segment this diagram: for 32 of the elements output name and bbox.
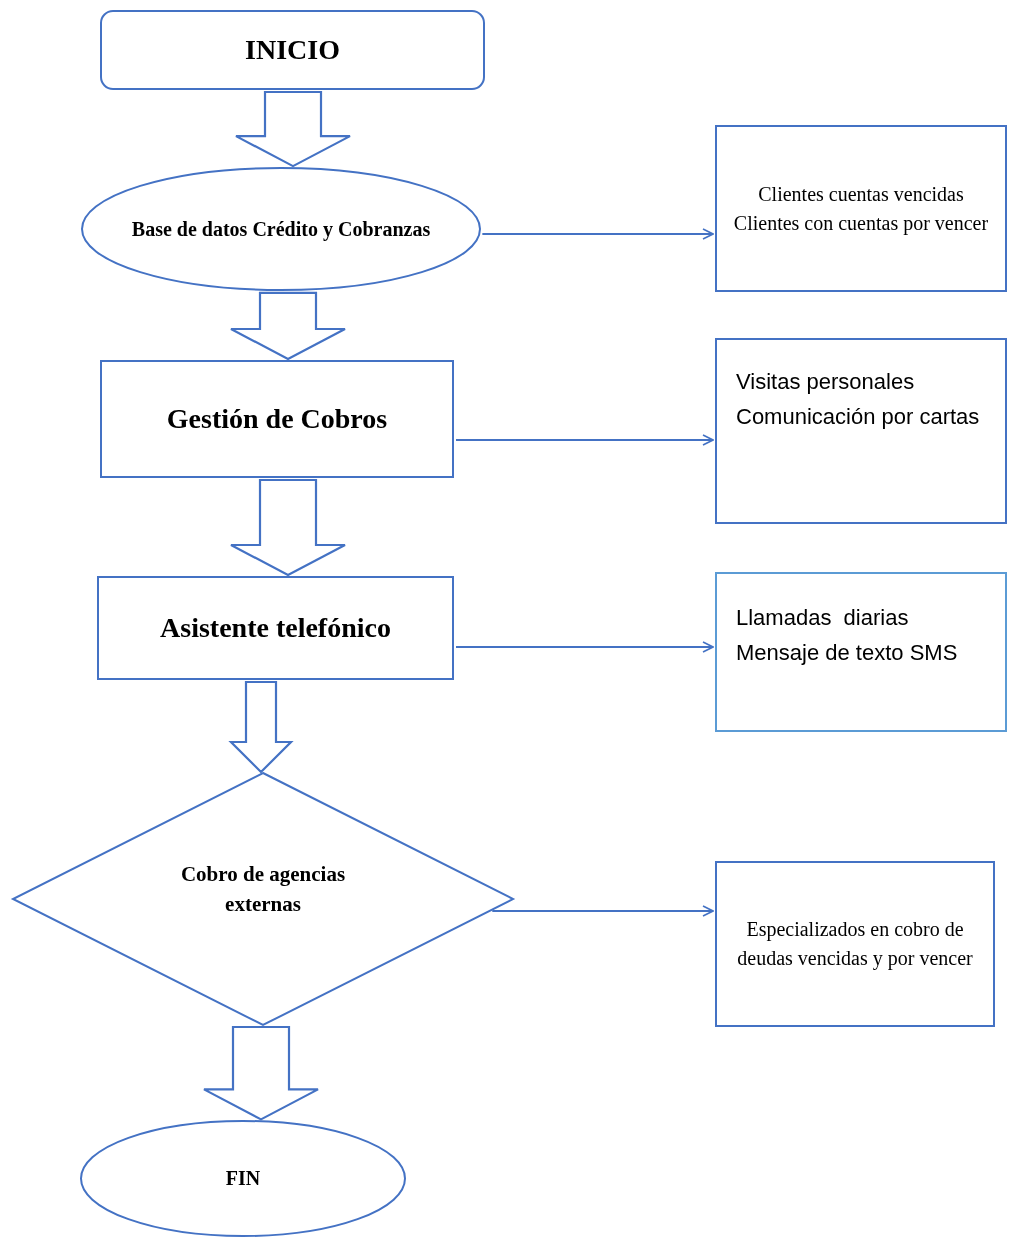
block-arrow xyxy=(228,680,294,774)
node-label: Clientes con cuentas por vencer xyxy=(733,210,989,237)
node-label: Gestión de Cobros xyxy=(166,401,388,436)
node-label: Llamadas diarias xyxy=(736,604,909,632)
arrow xyxy=(455,434,714,446)
start-terminal xyxy=(100,10,485,90)
block-arrow xyxy=(229,478,347,577)
process-box xyxy=(100,360,454,478)
node-label: Base de datos Crédito y Cobranzas xyxy=(131,216,431,243)
note-box xyxy=(715,125,1007,292)
node-label: Especializados en cobro de deudas vencidas y por vencer xyxy=(736,917,974,972)
database-ellipse xyxy=(81,167,481,291)
end-terminal xyxy=(80,1120,406,1237)
node-label: Mensaje de texto SMS xyxy=(736,639,958,668)
node-label: Cobro de agencias externas xyxy=(179,860,347,918)
note-box xyxy=(715,572,1007,732)
node-label: Asistente telefónico xyxy=(160,610,391,645)
decision-diamond xyxy=(12,772,514,1026)
note-box xyxy=(715,861,995,1027)
block-arrow xyxy=(202,1025,320,1121)
node-label: Clientes cuentas vencidas xyxy=(758,181,964,207)
node-label: INICIO xyxy=(245,32,340,67)
arrow xyxy=(481,228,714,240)
arrow xyxy=(491,905,714,917)
node-label: Comunicación por cartas xyxy=(736,403,980,432)
arrow xyxy=(455,641,714,653)
note-box xyxy=(715,338,1007,524)
node-label: Visitas personales xyxy=(736,368,915,396)
block-arrow xyxy=(234,90,352,168)
process-box xyxy=(97,576,454,680)
block-arrow xyxy=(229,291,347,361)
node-label: FIN xyxy=(225,1166,261,1191)
